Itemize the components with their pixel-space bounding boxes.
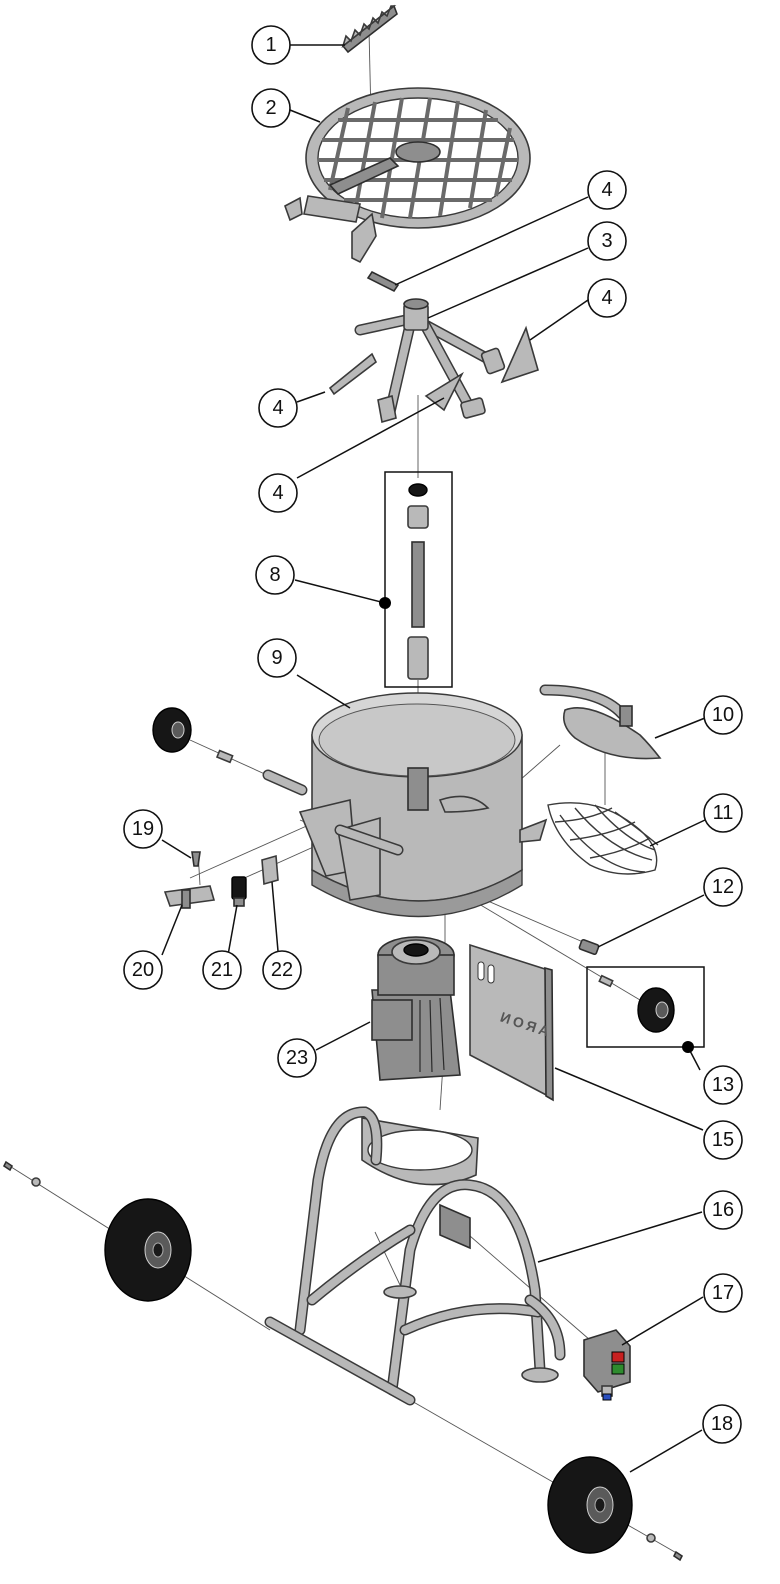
part-21-switch: [231, 876, 247, 907]
callout-number: 3: [601, 230, 612, 252]
part-11-wire-basket: [547, 802, 659, 875]
callout-bubble-c12: 12: [703, 867, 743, 907]
part-20-bracket: [163, 885, 216, 909]
callout-circle: [262, 950, 302, 990]
part-22-plate: [261, 854, 279, 886]
part-12-bolt: [578, 938, 600, 956]
callout-bubble-c17: 17: [703, 1273, 743, 1313]
part-4-paddle-blades: [328, 270, 539, 412]
part-10-side-lid: [539, 684, 662, 760]
part-13-wheel-kit: [586, 966, 705, 1048]
callout-bubble-c23: 23: [277, 1038, 317, 1078]
callout-number: 21: [211, 959, 233, 981]
callout-number: 22: [271, 959, 293, 981]
callout-number: 18: [711, 1413, 733, 1435]
part-2-grid-lid: [284, 87, 531, 264]
callout-number: 15: [712, 1129, 734, 1151]
callout-bubble-c10: 10: [703, 695, 743, 735]
callout-bubble-c11: 11: [703, 793, 743, 833]
callout-number: 2: [265, 97, 276, 119]
callout-bubble-c22: 22: [262, 950, 302, 990]
callout-number: 16: [712, 1199, 734, 1221]
callout-number: 11: [713, 802, 734, 824]
callout-circle: [123, 809, 163, 849]
callout-number: 12: [712, 876, 734, 898]
callout-bubble-c15: 15: [703, 1120, 743, 1160]
callout-bubble-c9: 9: [257, 638, 297, 678]
part-1-comb-blade: [341, 4, 398, 54]
part-9-drum: [262, 692, 548, 918]
callout-number: 19: [132, 818, 154, 840]
callout-circle: [123, 950, 163, 990]
callout-number: 4: [272, 397, 283, 419]
callout-bubble-c8: 8: [255, 555, 295, 595]
callout-bubble-c4c: 4: [258, 388, 298, 428]
leader-lines: [161, 44, 706, 1473]
callout-bubble-c18: 18: [702, 1404, 742, 1444]
callout-bubble-c19: 19: [123, 809, 163, 849]
callout-bubble-c3: 3: [587, 221, 627, 261]
callout-number: 10: [712, 704, 734, 726]
small-wheel-left: [152, 707, 234, 764]
callout-number: 20: [132, 959, 154, 981]
callout-circle: [703, 867, 743, 907]
part-19-screw: [191, 851, 201, 867]
part-23-motor: [371, 936, 461, 1081]
callout-circle: [202, 950, 242, 990]
callout-circle: [587, 170, 627, 210]
callout-number: 4: [601, 287, 612, 309]
callout-circle: [587, 278, 627, 318]
part-16-frame: [264, 1106, 566, 1406]
callout-circle: [702, 1404, 742, 1444]
callout-circle: [587, 221, 627, 261]
callout-number: 23: [286, 1047, 308, 1069]
callout-circle: [257, 638, 297, 678]
callout-circle: [255, 555, 295, 595]
callout-bubble-c13: 13: [703, 1065, 743, 1105]
callout-bubble-c4b: 4: [587, 278, 627, 318]
part-3-mixing-paddle: [354, 298, 506, 424]
callout-circle: [258, 473, 298, 513]
callout-circle: [703, 793, 743, 833]
callout-number: 9: [271, 647, 282, 669]
callout-circle: [277, 1038, 317, 1078]
part-17-switch-box: [583, 1329, 631, 1401]
callout-bubble-c16: 16: [703, 1190, 743, 1230]
part-8-shaft-kit: [384, 471, 453, 688]
callout-number: 1: [265, 34, 276, 56]
callout-circle: [703, 695, 743, 735]
callout-number: 17: [712, 1282, 734, 1304]
callout-circle: [703, 1065, 743, 1105]
callout-number: 8: [269, 564, 280, 586]
callout-circle: [703, 1273, 743, 1313]
callout-circle: [703, 1190, 743, 1230]
callout-circle: [251, 25, 291, 65]
callout-number: 4: [272, 482, 283, 504]
callout-circle: [703, 1120, 743, 1160]
part-18-big-wheels: [2, 1160, 684, 1562]
callout-circle: [251, 88, 291, 128]
callout-bubble-c20: 20: [123, 950, 163, 990]
callout-bubble-c4d: 4: [258, 473, 298, 513]
callout-circle: [258, 388, 298, 428]
leader-dots: [379, 597, 694, 1053]
callout-bubble-c1: 1: [251, 25, 291, 65]
part-15-cover-shield: ARON: [469, 943, 554, 1102]
callout-bubble-c4a: 4: [587, 170, 627, 210]
callout-bubble-c2: 2: [251, 88, 291, 128]
callout-number: 4: [601, 179, 612, 201]
callout-number: 13: [712, 1074, 734, 1096]
callout-bubble-c21: 21: [202, 950, 242, 990]
